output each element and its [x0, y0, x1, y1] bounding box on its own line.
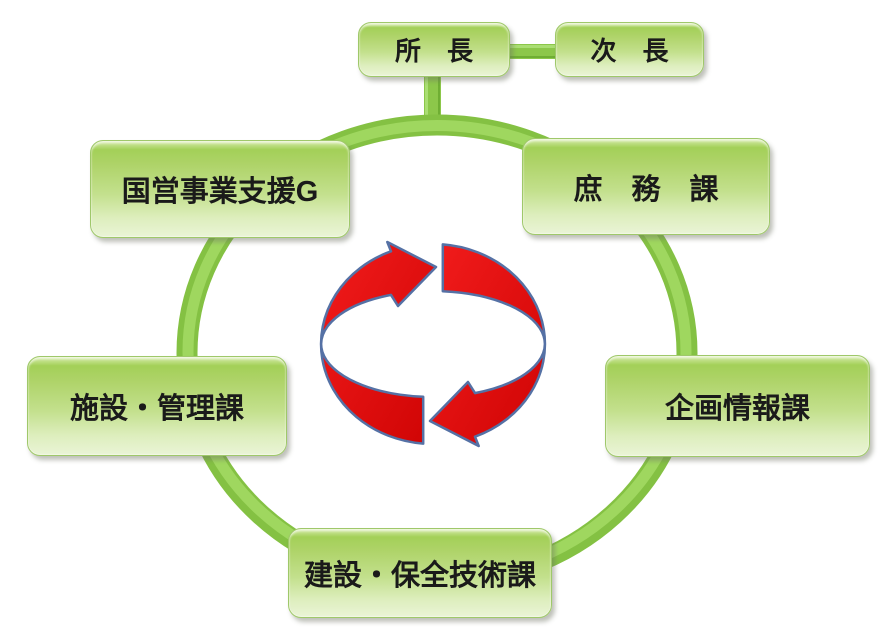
box-planning-information-section-label: 企画情報課 [664, 393, 810, 425]
box-director-label: 所 長 [394, 36, 473, 66]
connector-director-deputy-icon [504, 44, 558, 59]
box-general-affairs-section: 庶 務 課 [522, 138, 770, 235]
box-national-project-support-group: 国営事業支援G [90, 140, 350, 238]
box-national-project-support-group-label: 国営事業支援G [121, 176, 319, 208]
box-construction-maintenance-section-label: 建設・保全技術課 [303, 560, 536, 592]
cycle-arrows-icon [319, 240, 547, 448]
box-general-affairs-section-label: 庶 務 課 [573, 173, 719, 206]
box-director: 所 長 [358, 22, 510, 77]
box-planning-information-section: 企画情報課 [605, 355, 870, 457]
box-deputy-director-label: 次 長 [590, 36, 669, 66]
box-construction-maintenance-section: 建設・保全技術課 [288, 528, 552, 618]
box-deputy-director: 次 長 [555, 22, 704, 77]
box-facilities-management-section: 施設・管理課 [27, 356, 287, 456]
box-facilities-management-section-label: 施設・管理課 [69, 393, 244, 425]
